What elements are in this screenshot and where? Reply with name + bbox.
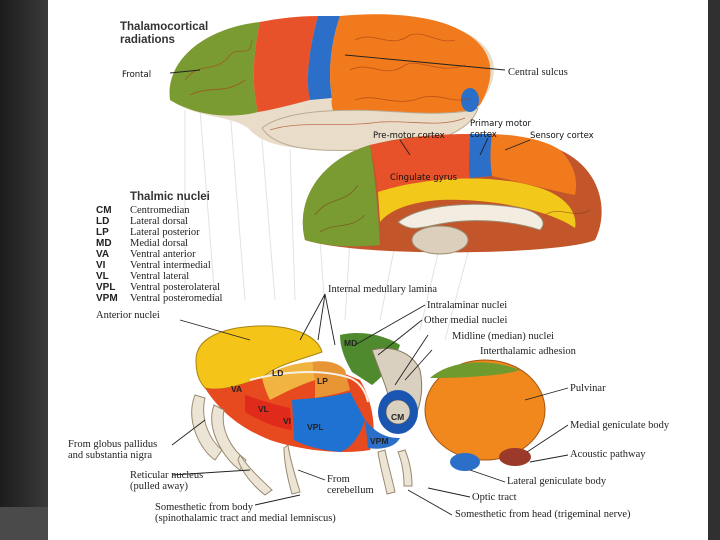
label-globus-2: and substantia nigra — [68, 450, 152, 461]
legend-abbr-lp: LP — [96, 227, 109, 238]
nucleus-mark-va: VA — [231, 384, 242, 394]
nuclei-heading: Thalmic nuclei — [130, 191, 210, 203]
thalamus-diagram: MD LD LP VA VL VI VPL CM VPM Thalamocort… — [68, 14, 670, 524]
legend-name-vpl: Ventral posterolateral — [130, 282, 220, 293]
cm-inner — [385, 399, 411, 425]
reticular-strips — [191, 394, 413, 496]
label-midline-nuclei: Midline (median) nuclei — [452, 331, 554, 342]
cingulate-gyrus — [378, 178, 576, 228]
label-optic-tract: Optic tract — [472, 492, 517, 503]
legend-name-md: Medial dorsal — [130, 238, 188, 249]
label-interthalamic-adhesion: Interthalamic adhesion — [480, 346, 577, 357]
occipital-spot — [461, 88, 479, 112]
frontal-medial — [302, 145, 380, 247]
title-line-1: Thalamocortical — [120, 21, 208, 33]
nucleus-mark-vl: VL — [258, 404, 269, 414]
sensory-medial — [490, 134, 577, 195]
legend-name-ld: Lateral dorsal — [130, 216, 188, 227]
title-line-2: radiations — [120, 34, 175, 46]
nucleus-mark-vpl: VPL — [307, 422, 324, 432]
nucleus-mark-lp: LP — [317, 376, 328, 386]
premotor-medial — [370, 134, 470, 192]
vpl-region — [292, 392, 365, 452]
left-border-tab — [0, 507, 48, 540]
nuclei-legend: CM Centromedian LD Lateral dorsal LP Lat… — [96, 205, 223, 304]
pulvinar-cap — [430, 362, 520, 378]
label-lateral-geniculate: Lateral geniculate body — [507, 476, 607, 487]
overlay-cingulate: Cingulate gyrus — [390, 173, 458, 183]
central-sulcus-label: Central sulcus — [508, 67, 568, 78]
corpus-callosum — [397, 203, 544, 231]
legend-abbr-vpm: VPM — [96, 293, 118, 304]
thalamus-medial — [411, 225, 469, 255]
internal-lamina-line — [249, 371, 369, 403]
motor-medial — [469, 134, 492, 178]
anterior-nucleus-shape — [195, 325, 323, 390]
label-from-cerebellum-1: From — [327, 474, 350, 485]
label-reticular-1: Reticular nucleus — [130, 470, 203, 481]
motor-strip-lateral — [307, 16, 340, 100]
label-other-medial-nuclei: Other medial nuclei — [424, 315, 507, 326]
overlay-premotor: Pre-motor cortex — [373, 131, 445, 141]
legend-abbr-ld: LD — [96, 216, 109, 227]
label-acoustic-pathway: Acoustic pathway — [570, 449, 646, 460]
lateral-gyri — [184, 33, 471, 131]
legend-name-vl: Ventral lateral — [130, 271, 189, 282]
overlay-sensory: Sensory cortex — [530, 131, 594, 141]
legend-name-va: Ventral anterior — [130, 249, 196, 260]
legend-name-cm: Centromedian — [130, 205, 190, 216]
label-pulvinar: Pulvinar — [570, 383, 606, 394]
vl-region — [245, 395, 292, 430]
overlay-frontal: Frontal — [122, 70, 151, 80]
legend-name-lp: Lateral posterior — [130, 227, 200, 238]
label-internal-medullary-lamina: Internal medullary lamina — [328, 284, 437, 295]
legend-name-vi: Ventral intermedial — [130, 260, 211, 271]
radiation-streaks — [184, 109, 471, 341]
label-somesthetic-head: Somesthetic from head (trigeminal nerve) — [455, 509, 631, 520]
nucleus-mark-md: MD — [344, 338, 357, 348]
overlay-primary-motor-2: cortex — [470, 130, 497, 140]
diagram-frame: MD LD LP VA VL VI VPL CM VPM Thalamocort… — [48, 0, 708, 540]
parietal-region-lateral — [330, 14, 491, 131]
nucleus-mark-vi: VI — [283, 416, 291, 426]
legend-abbr-vl: VL — [96, 271, 109, 282]
lateral-brain — [169, 14, 494, 151]
nucleus-mark-cm: CM — [391, 412, 404, 422]
pulvinar-shape — [424, 359, 546, 461]
frontal-lobe — [169, 22, 260, 116]
left-border-strip — [0, 0, 48, 540]
medial-brain — [302, 134, 602, 255]
label-intralaminar-nuclei: Intralaminar nuclei — [427, 300, 507, 311]
nucleus-mark-ld: LD — [272, 368, 283, 378]
premotor-region-lateral — [253, 16, 318, 112]
label-reticular-2: (pulled away) — [130, 481, 189, 492]
label-anterior-nuclei: Anterior nuclei — [96, 310, 160, 321]
legend-name-vpm: Ventral posteromedial — [130, 293, 223, 304]
legend-abbr-cm: CM — [96, 205, 112, 216]
leader-lines — [169, 54, 569, 516]
medial-gyri — [314, 184, 591, 233]
legend-abbr-va: VA — [96, 249, 109, 260]
nucleus-mark-vpm: VPM — [370, 436, 388, 446]
legend-abbr-md: MD — [96, 238, 112, 249]
overlay-primary-motor-1: Primary motor — [470, 119, 532, 129]
legend-abbr-vpl: VPL — [96, 282, 115, 293]
lateral-geniculate-shape — [450, 453, 480, 471]
legend-abbr-vi: VI — [96, 260, 106, 271]
medial-geniculate-shape — [499, 448, 531, 466]
thalamus: MD LD LP VA VL VI VPL CM VPM — [191, 325, 546, 496]
label-somesthetic-body-1: Somesthetic from body — [155, 502, 254, 513]
right-border-strip — [708, 0, 720, 540]
vpm-region — [365, 420, 400, 449]
label-somesthetic-body-2: (spinothalamic tract and medial lemniscu… — [155, 513, 336, 524]
lp-region — [312, 361, 350, 398]
label-from-cerebellum-2: cerebellum — [327, 485, 374, 496]
label-globus-1: From globus pallidus — [68, 439, 157, 450]
label-medial-geniculate: Medial geniculate body — [570, 420, 670, 431]
